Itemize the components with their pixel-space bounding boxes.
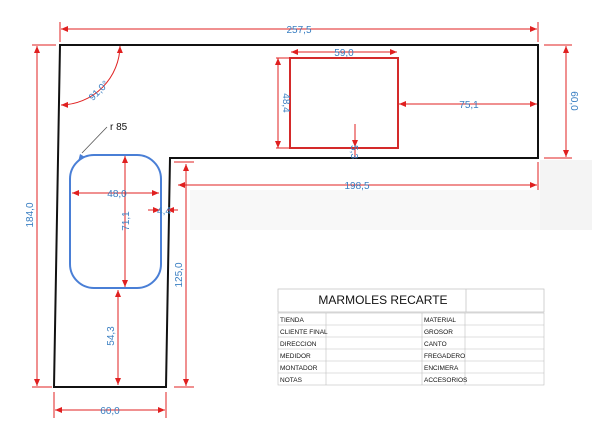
dim-inner-leg-length: 125,0	[174, 262, 185, 287]
background-smudge	[540, 160, 592, 230]
form-label-direccion: DIRECCION	[280, 341, 317, 348]
form-title: MARMOLES RECARTE	[318, 293, 447, 307]
dim-sink-right-offset: 75,1	[459, 100, 479, 111]
dim-right-end-depth: 60,0	[568, 91, 579, 111]
dim-left-leg-length: 184,0	[25, 202, 36, 227]
countertop-outline	[52, 44, 539, 388]
dimension-lines	[32, 22, 572, 418]
sink-cutout	[289, 57, 399, 149]
form-label-notas: NOTAS	[280, 377, 303, 384]
form-label-material: MATERIAL	[424, 317, 456, 324]
form-label-encimera: ENCIMERA	[424, 365, 459, 372]
radius-note-arrow	[78, 154, 85, 162]
dim-left-leg-width: 60,0	[100, 406, 120, 417]
dim-total-length: 257,5	[286, 25, 311, 36]
dim-hob-width: 48,0	[107, 189, 127, 200]
dim-hob-bottom-offset: 54,3	[106, 326, 117, 346]
dim-hob-height: 71,1	[121, 211, 132, 231]
form-label-montador: MONTADOR	[280, 365, 318, 372]
form-label-medidor: MEDIDOR	[280, 353, 311, 360]
dim-inner-run-length: 198,5	[344, 181, 369, 192]
form-label-cliente-final: CLIENTE FINAL	[280, 329, 328, 336]
hob-cutout	[69, 154, 162, 289]
form-label-grosor: GROSOR	[424, 329, 453, 336]
hob-radius-note: r 85	[110, 122, 128, 133]
form-label-accesorios: ACCESORIOS	[424, 377, 468, 384]
dim-sink-width: 59,0	[334, 48, 354, 59]
dim-hob-side-gap: 4,4	[157, 206, 171, 217]
dim-sink-bottom-offset: 5,3	[348, 145, 359, 159]
background-smudge	[190, 190, 540, 230]
dim-corner-angle: 91,0°	[87, 79, 111, 103]
form-label-canto: CANTO	[424, 341, 447, 348]
title-block: MARMOLES RECARTE TIENDA CLIENTE FINAL DI…	[277, 288, 545, 386]
radius-note-leader	[81, 126, 108, 154]
form-grid	[277, 312, 545, 386]
form-label-tienda: TIENDA	[280, 317, 305, 324]
form-label-fregadero: FREGADERO	[424, 353, 465, 360]
dim-sink-height: 48,4	[280, 93, 291, 113]
